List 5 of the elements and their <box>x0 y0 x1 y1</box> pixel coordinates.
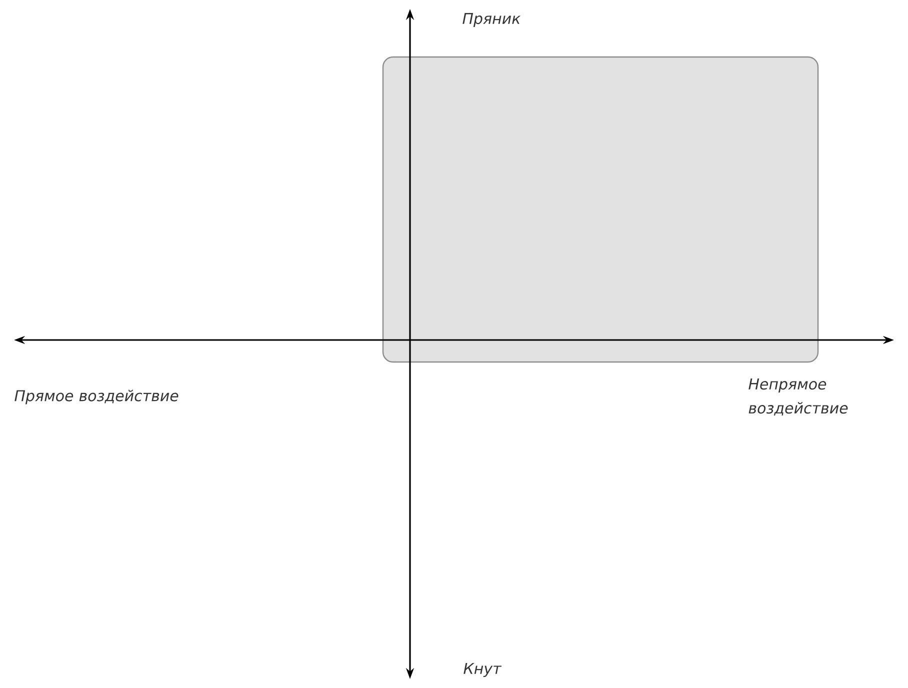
axis-label: Непрямое воздействие <box>748 378 848 416</box>
axis-label: Прямое воздействие <box>14 390 178 404</box>
shaded-box <box>382 56 819 363</box>
axis-label: Пряник <box>462 12 521 28</box>
axis-label: Кнут <box>464 662 502 678</box>
